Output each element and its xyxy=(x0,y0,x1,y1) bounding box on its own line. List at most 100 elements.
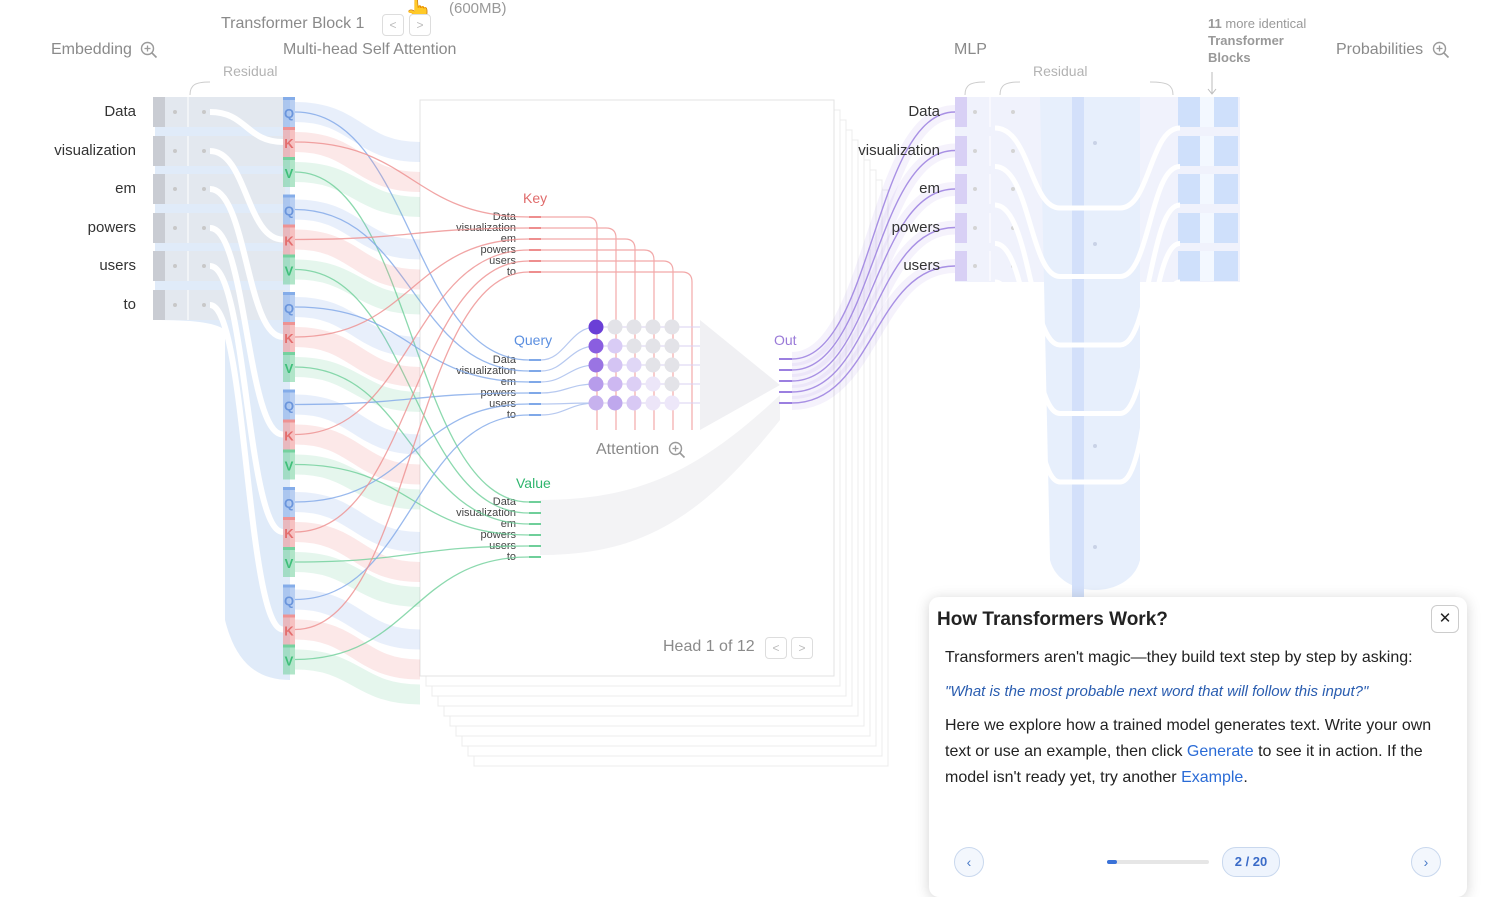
block-output-gap xyxy=(1200,174,1214,204)
qkv-vector-edge xyxy=(283,352,295,355)
mhsa-header: Multi-head Self Attention xyxy=(283,41,457,58)
mlp-separator xyxy=(994,279,1181,485)
more-blocks-text: more identical xyxy=(1225,16,1307,31)
qkv-vector-edge xyxy=(283,97,295,100)
example-link[interactable]: Example xyxy=(1181,769,1244,786)
popup-next-button[interactable]: › xyxy=(1411,847,1441,877)
key-to-grid-line xyxy=(541,249,655,430)
value-band xyxy=(294,649,421,705)
more-blocks-count: 11 xyxy=(1208,16,1222,31)
attention-cell xyxy=(664,395,680,411)
attention-cell xyxy=(645,357,661,373)
qkv-vector-edge xyxy=(283,487,295,490)
probabilities-label: Probabilities xyxy=(1336,41,1424,59)
token-label[interactable]: to xyxy=(123,296,136,313)
qkv-letter: V xyxy=(285,264,294,279)
qkv-vector xyxy=(283,254,295,285)
block-prev-button[interactable]: < xyxy=(382,14,404,36)
block-output-gap xyxy=(1200,136,1214,166)
qkv-letter: K xyxy=(284,331,294,346)
close-button[interactable]: ✕ xyxy=(1431,605,1459,633)
popup-text: to see it in action. If the model isn't … xyxy=(945,743,1423,786)
zoom-in-icon[interactable] xyxy=(1432,41,1450,59)
key-token-label: Data xyxy=(493,211,517,223)
attention-cell xyxy=(626,395,642,411)
residual-bracket xyxy=(999,81,1021,96)
token-label[interactable]: Data xyxy=(104,103,136,120)
attention-cell xyxy=(588,338,604,354)
down-arrow-head xyxy=(1207,88,1217,95)
output-token-label[interactable]: powers xyxy=(891,219,940,236)
key-curve xyxy=(294,238,530,338)
popup-intro: Transformers aren't magic—they build tex… xyxy=(945,649,1413,666)
head-next-button[interactable]: > xyxy=(791,637,813,659)
token-label[interactable]: powers xyxy=(87,219,136,236)
zoom-in-icon[interactable] xyxy=(668,441,686,459)
mlp-input-vector xyxy=(955,251,967,281)
mlp-input-vector xyxy=(955,97,967,127)
popup-prev-button[interactable]: ‹ xyxy=(954,847,984,877)
popup-text: . xyxy=(1243,769,1248,786)
query-band xyxy=(294,297,421,357)
key-to-grid-line xyxy=(541,238,636,430)
attention-cell xyxy=(626,357,642,373)
output-token-label[interactable]: Data xyxy=(908,103,940,120)
attention-cell xyxy=(645,338,661,354)
qkv-vector xyxy=(283,644,295,675)
dot xyxy=(173,226,177,230)
query-curve xyxy=(294,392,530,406)
output-token-label[interactable]: em xyxy=(919,180,940,197)
block-next-button[interactable]: > xyxy=(409,14,431,36)
attention-cell xyxy=(664,357,680,373)
dot xyxy=(173,303,177,307)
key-to-grid-line xyxy=(541,271,693,430)
popup-page-indicator: 2 / 20 xyxy=(1222,847,1280,877)
qkv-vector-edge xyxy=(283,389,295,393)
value-label: Value xyxy=(516,475,551,491)
output-token-label[interactable]: visualization xyxy=(858,142,940,159)
chevron-left-icon: < xyxy=(389,18,397,32)
residual-bracket xyxy=(189,81,211,96)
value-funnel xyxy=(540,395,780,555)
popup-body: Transformers aren't magic—they build tex… xyxy=(945,645,1450,799)
generate-link[interactable]: Generate xyxy=(1186,743,1254,760)
qkv-vector xyxy=(283,157,295,187)
embedding-vector xyxy=(153,290,165,320)
head-label: Head 1 of 12 xyxy=(663,638,755,655)
token-label[interactable]: em xyxy=(115,180,136,197)
value-curve xyxy=(294,171,530,503)
value-band xyxy=(294,552,421,607)
qkv-letter: V xyxy=(285,556,294,571)
out-label: Out xyxy=(774,332,797,348)
token-label[interactable]: visualization xyxy=(54,142,136,159)
dot xyxy=(973,187,977,191)
block-title: Transformer Block 1 xyxy=(221,15,365,32)
query-band xyxy=(294,394,421,455)
more-blocks-note: 11 more identical Transformer Blocks xyxy=(1208,15,1306,66)
block-output-gap xyxy=(1200,97,1214,127)
dot xyxy=(173,149,177,153)
output-token-label[interactable]: users xyxy=(903,257,940,274)
close-icon: ✕ xyxy=(1438,610,1452,627)
residual-gap xyxy=(209,186,284,340)
probabilities-header[interactable]: Probabilities xyxy=(1336,41,1450,59)
qkv-vector-edge xyxy=(283,517,295,520)
dot xyxy=(202,149,206,153)
block-output-gap xyxy=(1200,251,1214,281)
out-curve xyxy=(791,111,956,360)
zoom-in-icon[interactable] xyxy=(140,41,158,59)
attention-cell xyxy=(626,376,642,392)
qkv-vector xyxy=(283,127,295,157)
token-label[interactable]: users xyxy=(99,257,136,274)
embedding-stripe xyxy=(165,251,285,281)
mlp-header: MLP xyxy=(954,41,987,58)
head-prev-button[interactable]: < xyxy=(765,637,787,659)
dot xyxy=(973,110,977,114)
qkv-vector xyxy=(283,389,295,420)
embedding-header[interactable]: Embedding xyxy=(51,41,158,59)
key-token-label: em xyxy=(501,233,516,245)
attention-header[interactable]: Attention xyxy=(596,441,686,459)
qkv-vector xyxy=(283,584,295,615)
attention-cell xyxy=(645,395,661,411)
out-curve xyxy=(791,226,956,393)
